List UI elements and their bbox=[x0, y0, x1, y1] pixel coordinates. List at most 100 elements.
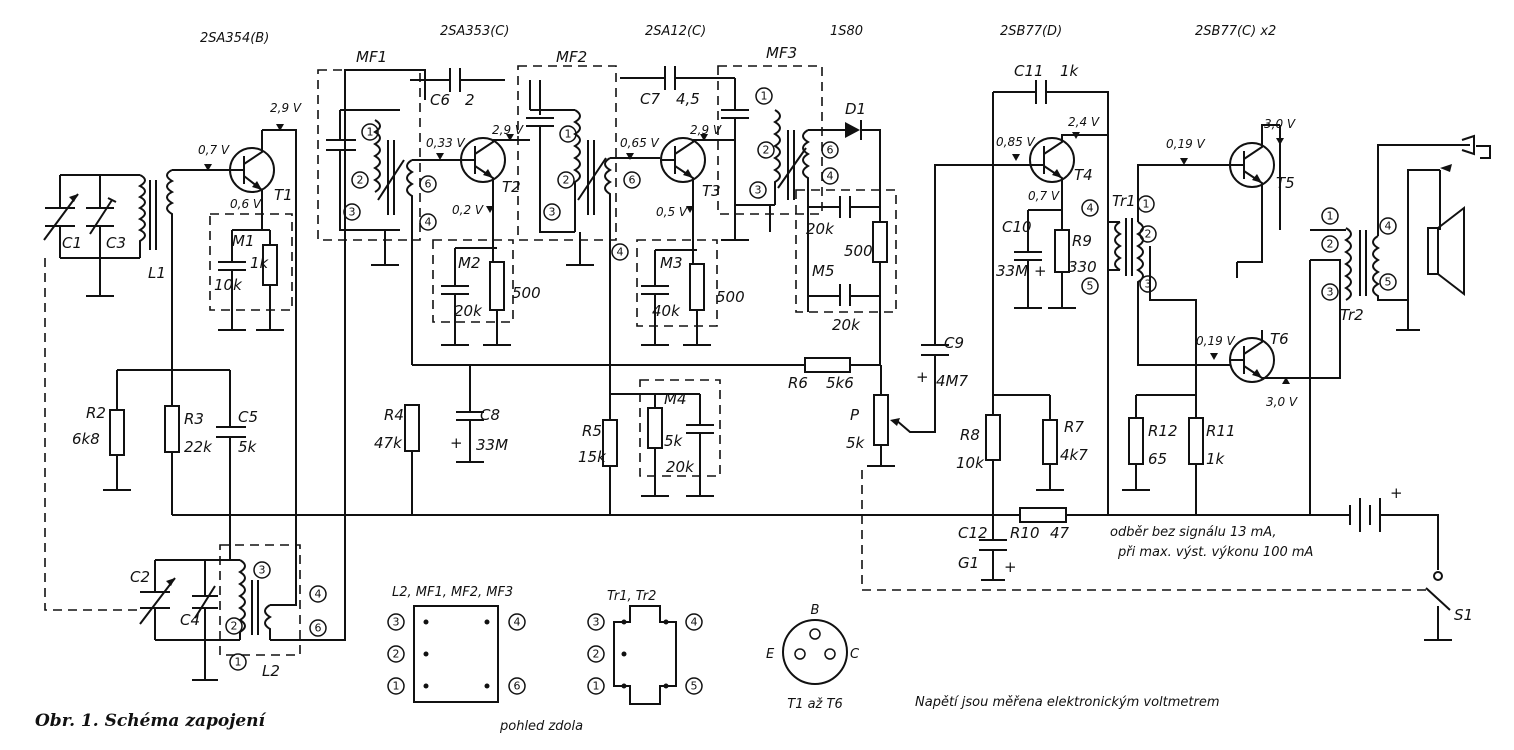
current-max-note: při max. výst. výkonu 100 mA bbox=[1117, 545, 1313, 560]
speaker bbox=[1427, 205, 1465, 297]
l2-secondary bbox=[264, 604, 272, 640]
c6-capacitor bbox=[410, 68, 505, 92]
r12-label: R12 bbox=[1148, 422, 1178, 440]
m3-module bbox=[636, 239, 718, 327]
c2-capacitor bbox=[139, 560, 176, 640]
r2-label: R2 bbox=[86, 404, 106, 422]
t5-c-voltage: 3,0 V bbox=[1264, 117, 1296, 131]
svg-text:3: 3 bbox=[1145, 278, 1152, 291]
pinout-b-label: B bbox=[811, 603, 820, 618]
t56-type-label: 2SB77(C) x2 bbox=[1195, 24, 1276, 39]
c8-plus: + bbox=[450, 434, 463, 452]
svg-text:4: 4 bbox=[691, 616, 698, 629]
r2-value: 6k8 bbox=[72, 430, 100, 448]
svg-text:1: 1 bbox=[1327, 210, 1334, 223]
battery-plus: + bbox=[1390, 484, 1403, 502]
coil-footprint bbox=[413, 605, 499, 703]
r12-r11-wiring bbox=[1122, 394, 1197, 515]
tr2-primary bbox=[1310, 227, 1352, 301]
r9-resistor bbox=[1054, 229, 1070, 273]
t4-c-probe bbox=[1072, 132, 1080, 139]
t6-transistor bbox=[1229, 259, 1341, 383]
t4-emitter-wiring bbox=[1014, 209, 1076, 309]
svg-text:3: 3 bbox=[593, 616, 600, 629]
svg-text:3: 3 bbox=[755, 184, 762, 197]
c10-plus: + bbox=[1034, 262, 1047, 280]
c2-label: C2 bbox=[130, 568, 150, 586]
svg-text:2: 2 bbox=[393, 648, 400, 661]
c4-capacitor bbox=[192, 560, 218, 640]
tr1-primary bbox=[1114, 221, 1122, 271]
c5-capacitor bbox=[216, 370, 246, 560]
coil-pinout-header: L2, MF1, MF2, MF3 bbox=[392, 585, 513, 600]
l1-label: L1 bbox=[148, 264, 166, 282]
mf1-primary bbox=[373, 119, 381, 193]
t4-c-voltage: 2,4 V bbox=[1068, 115, 1100, 129]
mf3-cap bbox=[721, 78, 775, 206]
bottom-view-label: pohled zdola bbox=[499, 719, 583, 734]
svg-text:4: 4 bbox=[617, 246, 624, 259]
d1-type-label: 1S80 bbox=[830, 24, 863, 39]
t4-b-voltage: 0,85 V bbox=[996, 135, 1036, 149]
c7-value: 4,5 bbox=[676, 90, 700, 108]
m1-label: M1 bbox=[232, 232, 255, 250]
c7-label: C7 bbox=[640, 90, 660, 108]
mf1-secondary bbox=[406, 159, 414, 210]
c9-plus: + bbox=[916, 368, 929, 386]
t3-label: T3 bbox=[702, 182, 721, 200]
svg-text:5: 5 bbox=[691, 680, 698, 693]
c11-capacitor bbox=[992, 80, 1109, 515]
c8-value: 33M bbox=[476, 436, 508, 454]
r3-label: R3 bbox=[184, 410, 204, 428]
t3-transistor bbox=[660, 137, 706, 205]
r9-label: R9 bbox=[1072, 232, 1092, 250]
c3-label: C3 bbox=[106, 234, 126, 252]
c12-plus: + bbox=[1004, 558, 1017, 576]
t6-label: T6 bbox=[1270, 330, 1289, 348]
pinout-e-label: E bbox=[766, 647, 775, 662]
c7-capacitor bbox=[620, 66, 735, 90]
t5-b-probe bbox=[1180, 158, 1188, 165]
r7-value: 4k7 bbox=[1060, 446, 1088, 464]
t2-transistor bbox=[460, 137, 506, 205]
m2-label: M2 bbox=[458, 254, 481, 272]
g1-label: G1 bbox=[958, 554, 979, 572]
mf2-primary bbox=[573, 109, 581, 232]
svg-text:4: 4 bbox=[827, 170, 834, 183]
mf3-label: MF3 bbox=[766, 44, 797, 62]
svg-text:3: 3 bbox=[1327, 286, 1334, 299]
osc-tank-wiring bbox=[155, 559, 240, 681]
svg-text:1: 1 bbox=[367, 126, 374, 139]
m1-resistor bbox=[262, 244, 278, 286]
p-potentiometer bbox=[873, 394, 889, 446]
gang-dash bbox=[44, 258, 140, 611]
t5-emitter-ground bbox=[1236, 240, 1263, 278]
r12-value: 65 bbox=[1148, 450, 1167, 468]
figure-caption: Obr. 1. Schéma zapojení bbox=[35, 711, 267, 731]
l2-module bbox=[219, 544, 301, 656]
m2-resistor bbox=[489, 261, 505, 311]
mf3-out bbox=[807, 129, 845, 312]
mf3-primary bbox=[773, 109, 781, 205]
c12-label: C12 bbox=[958, 524, 988, 542]
t4-transistor bbox=[995, 134, 1108, 230]
svg-text:2: 2 bbox=[763, 144, 770, 157]
t6-b-voltage: 0,19 V bbox=[1196, 334, 1236, 348]
m1-c-label: 10k bbox=[214, 276, 243, 294]
svg-text:2: 2 bbox=[593, 648, 600, 661]
svg-text:6: 6 bbox=[629, 174, 636, 187]
svg-text:1: 1 bbox=[1143, 198, 1150, 211]
m2-module bbox=[432, 239, 514, 323]
t6-b-probe bbox=[1210, 353, 1218, 360]
svg-text:4: 4 bbox=[315, 588, 322, 601]
svg-text:4: 4 bbox=[514, 616, 521, 629]
mf3-core bbox=[777, 130, 807, 200]
t2-c-probe bbox=[506, 134, 514, 141]
t2-c-voltage: 2,9 V bbox=[492, 123, 524, 137]
m2-c-label: 20k bbox=[454, 302, 483, 320]
tr-pins: 3 2 1 4 5 bbox=[587, 613, 703, 695]
c6-value: 2 bbox=[465, 91, 475, 109]
t1-label: T1 bbox=[274, 186, 293, 204]
headphone-jack bbox=[1407, 134, 1491, 300]
mf2-cap bbox=[526, 80, 575, 233]
